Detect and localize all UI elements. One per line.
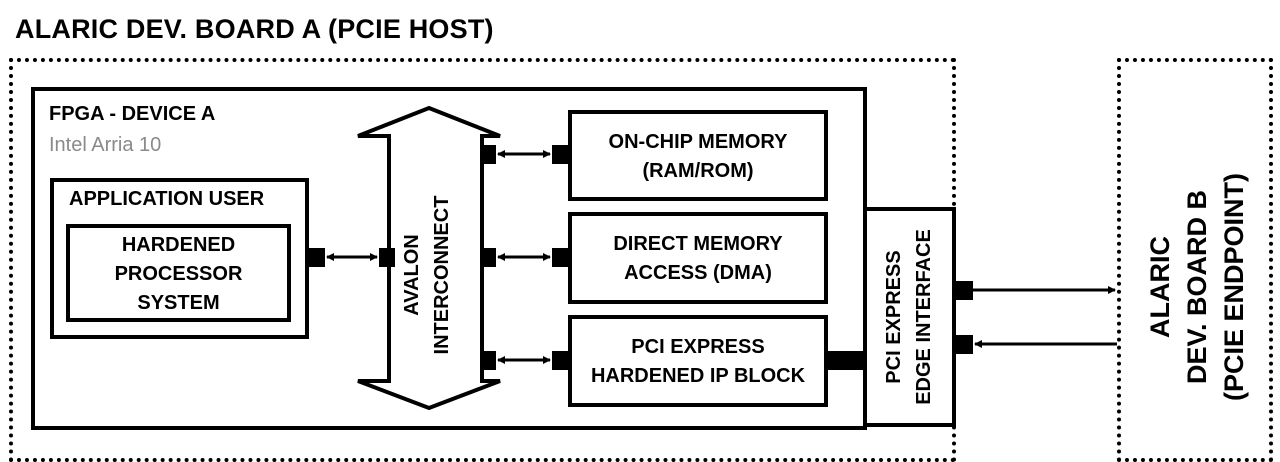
block-line-1: DIRECT MEMORY (613, 233, 783, 255)
fpga-title: FPGA - DEVICE A (49, 103, 216, 125)
interconnect-label: AVALON INTERCONNECT (397, 185, 457, 365)
port-pcie-ip-right (826, 351, 866, 370)
fpga-subtitle: Intel Arria 10 (49, 134, 162, 156)
port-pcie-ip-left (552, 351, 569, 370)
block-line-1: PCI EXPRESS (631, 336, 765, 358)
port-dma (552, 248, 569, 267)
board-b-line-3: (PCIE ENDPOINT) (1219, 173, 1249, 402)
interconnect-line-2: INTERCONNECT (431, 195, 453, 355)
application-user-label: APPLICATION USER (69, 188, 265, 210)
pcie-edge-interface-box (863, 207, 956, 427)
board-b-line-1: ALARIC (1145, 236, 1175, 338)
interconnect-line-1: AVALON (401, 234, 423, 316)
diagram-title: ALARIC DEV. BOARD A (PCIE HOST) (15, 14, 494, 44)
processor-line-3: SYSTEM (137, 292, 220, 314)
port-avalon-right-3 (480, 351, 496, 370)
hardened-processor-box: HARDENED PROCESSOR SYSTEM (66, 224, 291, 322)
pcie-hardened-ip-block: PCI EXPRESS HARDENED IP BLOCK (568, 315, 828, 407)
processor-line-1: HARDENED (121, 234, 236, 256)
application-user-box (50, 178, 309, 339)
port-edge-out (953, 281, 973, 300)
block-line-2: HARDENED IP BLOCK (590, 365, 806, 387)
dma-block: DIRECT MEMORY ACCESS (DMA) (568, 212, 828, 304)
port-avalon-left (379, 248, 395, 267)
block-line-2: ACCESS (DMA) (624, 262, 772, 284)
port-avalon-right-1 (480, 145, 496, 164)
board-b-boundary (1117, 58, 1273, 462)
edge-line-2: EDGE INTERFACE (913, 229, 935, 405)
processor-line-2: PROCESSOR (114, 263, 243, 285)
on-chip-memory-block: ON-CHIP MEMORY (RAM/ROM) (568, 110, 828, 201)
port-avalon-right-2 (480, 248, 496, 267)
edge-interface-label: PCI EXPRESS EDGE INTERFACE (879, 227, 939, 407)
block-line-1: ON-CHIP MEMORY (608, 131, 788, 153)
board-b-label: ALARIC DEV. BOARD B (PCIE ENDPOINT) (1142, 167, 1252, 407)
block-line-2: (RAM/ROM) (642, 160, 754, 182)
port-onchip-memory (552, 145, 569, 164)
edge-line-1: PCI EXPRESS (883, 250, 905, 384)
board-b-line-2: DEV. BOARD B (1182, 189, 1212, 385)
port-processor (308, 248, 325, 267)
port-edge-in (953, 335, 973, 354)
